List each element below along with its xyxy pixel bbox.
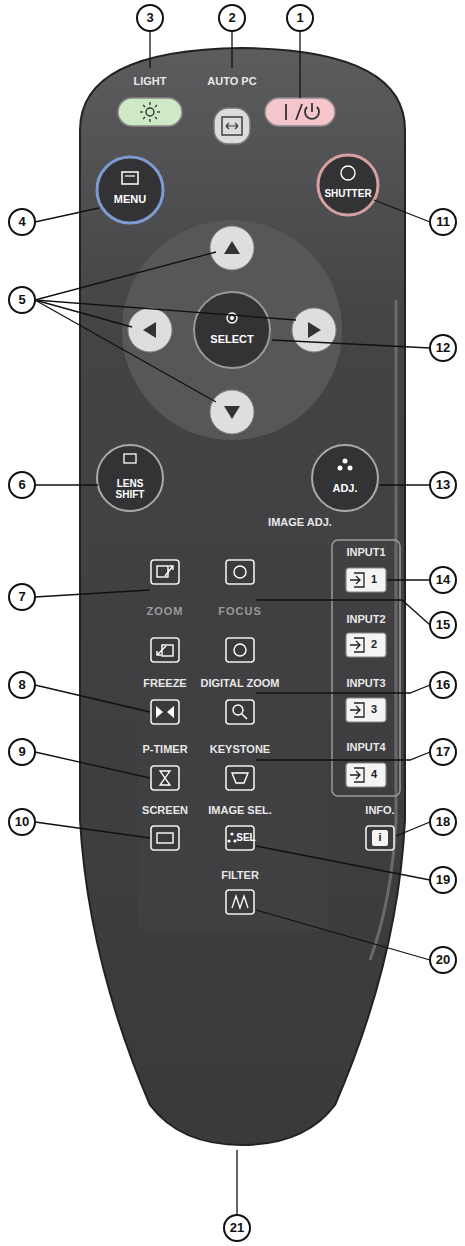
callout-number: 15 [429,611,457,639]
callout-number: 4 [8,208,36,236]
button-text: 4 [371,769,377,781]
callout-number: 3 [136,4,164,32]
button-text: 2 [371,639,377,651]
button-text: SHUTTER [324,189,371,200]
group-label: IMAGE ADJ. [268,517,332,529]
callout-number: 19 [429,866,457,894]
button-label: LIGHT [134,76,167,88]
button-label: IMAGE SEL. [208,805,272,817]
button-label: INPUT3 [346,678,385,690]
callout-number: 2 [218,4,246,32]
button-text: MENU [114,194,146,206]
callout-number: 8 [8,671,36,699]
button-text: 3 [371,704,377,716]
callout-number: 10 [8,808,36,836]
callout-number: 12 [429,334,457,362]
callout-number: 18 [429,808,457,836]
button-label: INPUT2 [346,614,385,626]
callout-number: 5 [8,286,36,314]
button-text: ADJ. [332,483,357,495]
button-label: FILTER [221,870,259,882]
button-label: KEYSTONE [210,744,270,756]
button-label: AUTO PC [207,76,256,88]
button-label: FREEZE [143,678,186,690]
button-label: INPUT4 [346,742,385,754]
callout-number: 9 [8,738,36,766]
callout-number: 11 [429,208,457,236]
button-text: SELECT [210,334,253,346]
group-label: FOCUS [218,606,262,618]
callout-number: 17 [429,738,457,766]
button-text: SEL [236,833,255,844]
button-label: INPUT1 [346,547,385,559]
callout-number: 13 [429,471,457,499]
button-text: i [378,832,381,844]
button-label: SCREEN [142,805,188,817]
button-label: DIGITAL ZOOM [200,678,279,690]
callout-number: 7 [8,583,36,611]
callout-number: 1 [286,4,314,32]
callout-number: 6 [8,471,36,499]
button-label: INFO. [365,805,394,817]
button-label: P-TIMER [142,744,187,756]
callout-number: 21 [223,1214,251,1242]
button-text: LENS SHIFT [108,479,152,500]
group-label: ZOOM [147,606,184,618]
callout-number: 14 [429,566,457,594]
callout-number: 20 [429,946,457,974]
button-text: 1 [371,574,377,586]
callout-number: 16 [429,671,457,699]
